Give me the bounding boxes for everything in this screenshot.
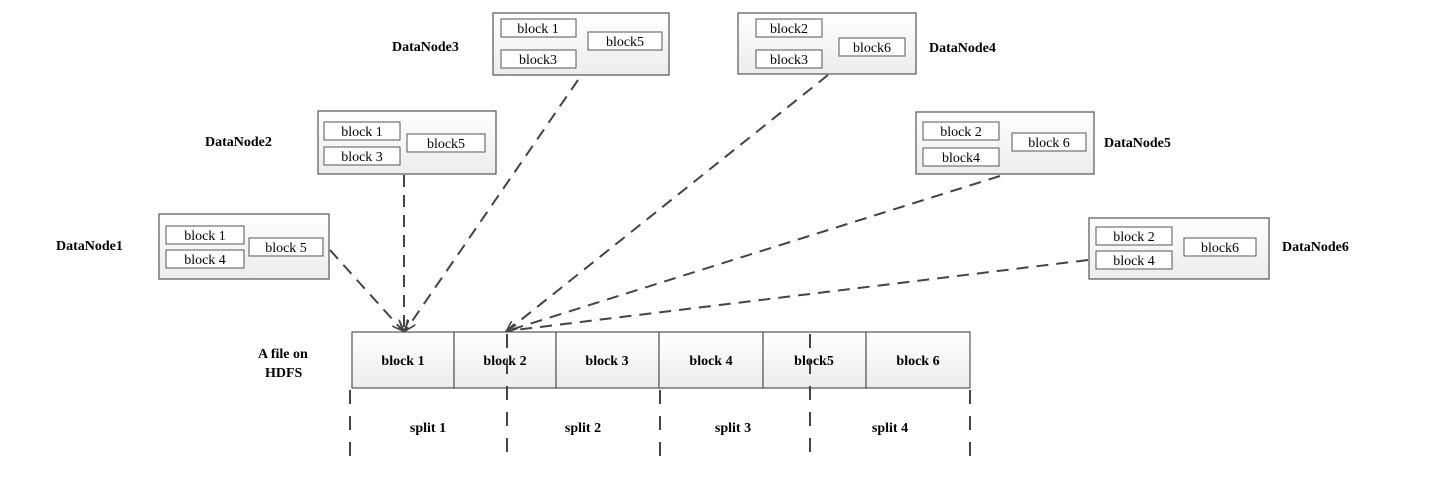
inner-block-box: [755, 18, 823, 38]
file-block-4-label: block 4: [689, 354, 732, 369]
connector-dn3-block1: [406, 79, 579, 330]
file-block-3-box: [555, 331, 660, 389]
datanode-label: DataNode3: [392, 40, 459, 55]
side-block-box: [587, 31, 663, 51]
datanode-label: DataNode4: [929, 41, 996, 56]
inner-block-box: [500, 49, 577, 69]
file-block-6-box: [865, 331, 971, 389]
connector-dn5-block2: [507, 175, 1001, 331]
side-block-label: block 6: [1028, 136, 1070, 151]
datanode-label: DataNode6: [1282, 240, 1349, 255]
datanode-5: block 2 block4 block 6: [915, 111, 1095, 175]
file-block-2-box: [453, 331, 557, 389]
file-block-3-label: block 3: [585, 354, 628, 369]
datanode-label: DataNode2: [205, 135, 272, 150]
datanode-1: block 1 block 4 block 5: [158, 213, 330, 280]
side-block-label: block 5: [265, 241, 307, 256]
inner-block-label: block2: [770, 22, 808, 37]
connector-dn4-block2: [507, 74, 829, 331]
inner-block-label: block 1: [517, 22, 559, 37]
file-block-5-label: block5: [794, 354, 834, 369]
side-block-box: [838, 37, 906, 57]
inner-block-label: block 2: [1113, 230, 1155, 245]
split-label-2: split 2: [565, 421, 601, 436]
side-block-box: [1011, 132, 1087, 152]
side-block-box: [248, 237, 324, 257]
inner-block-box: [323, 121, 401, 141]
inner-block-label: block 1: [184, 229, 226, 244]
inner-block-box: [1095, 250, 1173, 270]
datanode-3: block 1 block3 block5: [492, 12, 670, 76]
file-label-line1: A file on: [258, 347, 308, 362]
connector-dn1-block1: [329, 249, 402, 330]
file-block-1-box: [351, 331, 455, 389]
connector-dn6-block2: [507, 259, 1089, 331]
inner-block-label: block 3: [341, 150, 383, 165]
inner-block-box: [165, 225, 245, 245]
inner-block-label: block 1: [341, 125, 383, 140]
datanode-label: DataNode1: [56, 239, 123, 254]
file-block-1-label: block 1: [381, 354, 424, 369]
file-block-4-box: [658, 331, 764, 389]
inner-block-box: [922, 121, 1000, 141]
inner-block-box: [755, 49, 823, 69]
connectors: [329, 74, 1089, 331]
inner-block-box: [165, 249, 245, 269]
file-blocks: block 1 block 2 block 3 block 4 block5 b…: [351, 331, 971, 389]
file-label-line2: HDFS: [265, 366, 303, 381]
datanode-2: block 1 block 3 block5: [317, 110, 497, 175]
inner-block-label: block3: [770, 53, 808, 68]
inner-block-box: [1095, 226, 1173, 246]
side-block-label: block6: [1201, 241, 1239, 256]
side-block-label: block6: [853, 41, 891, 56]
inner-block-label: block3: [519, 53, 557, 68]
split-boundaries: [349, 334, 971, 462]
datanode-label: DataNode5: [1104, 136, 1171, 151]
side-block-box: [1183, 237, 1257, 257]
side-block-label: block5: [427, 137, 465, 152]
inner-block-label: block4: [942, 151, 980, 166]
inner-block-box: [323, 146, 401, 166]
inner-block-box: [922, 147, 1000, 167]
inner-block-label: block 2: [940, 125, 982, 140]
file-block-2-label: block 2: [483, 354, 526, 369]
split-label-3: split 3: [715, 421, 751, 436]
inner-block-label: block 4: [1113, 254, 1155, 269]
inner-block-box: [500, 18, 577, 38]
datanode-4: block2 block3 block6: [737, 12, 917, 75]
datanode-6: block 2 block 4 block6: [1088, 217, 1270, 280]
split-label-1: split 1: [410, 421, 446, 436]
file-block-6-label: block 6: [896, 354, 939, 369]
split-label-4: split 4: [872, 421, 908, 436]
side-block-box: [406, 133, 486, 153]
inner-block-label: block 4: [184, 253, 226, 268]
side-block-label: block5: [606, 35, 644, 50]
